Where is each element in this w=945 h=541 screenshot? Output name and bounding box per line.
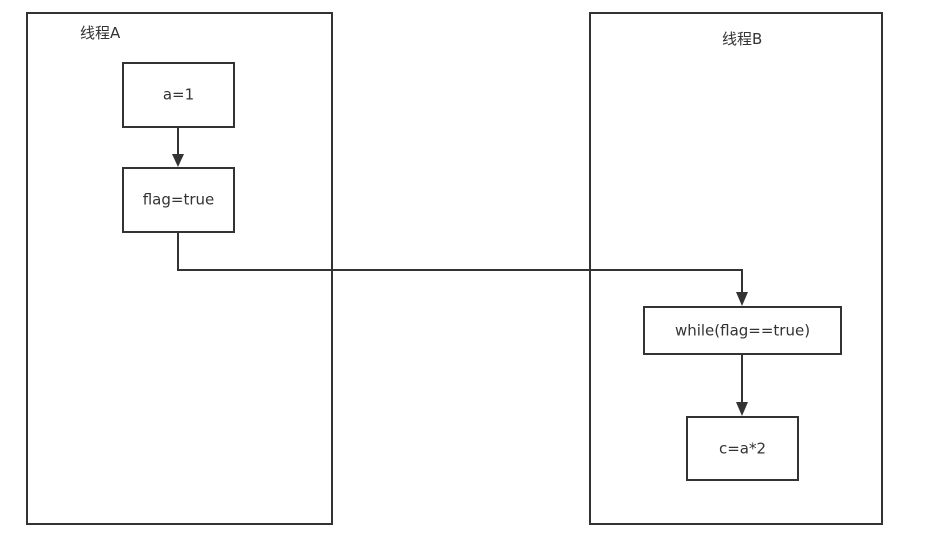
node-while-loop: while(flag==true)	[643, 306, 842, 355]
node-set-flag: flag=true	[122, 167, 235, 233]
node-assign-c-label: c=a*2	[719, 440, 766, 458]
thread-a-title: 线程A	[80, 24, 121, 42]
node-set-flag-label: flag=true	[143, 191, 215, 209]
thread-b-title: 线程B	[722, 30, 762, 48]
node-while-loop-label: while(flag==true)	[675, 322, 810, 340]
edges	[172, 128, 748, 416]
arrowhead-assign-c	[736, 402, 748, 416]
node-assign-a: a=1	[122, 62, 235, 128]
edge-set-flag-to-while-loop	[177, 233, 743, 293]
arrowhead-set-flag	[172, 154, 184, 167]
node-assign-c: c=a*2	[686, 416, 799, 481]
node-assign-a-label: a=1	[163, 86, 194, 104]
arrowhead-while-loop	[736, 292, 748, 306]
